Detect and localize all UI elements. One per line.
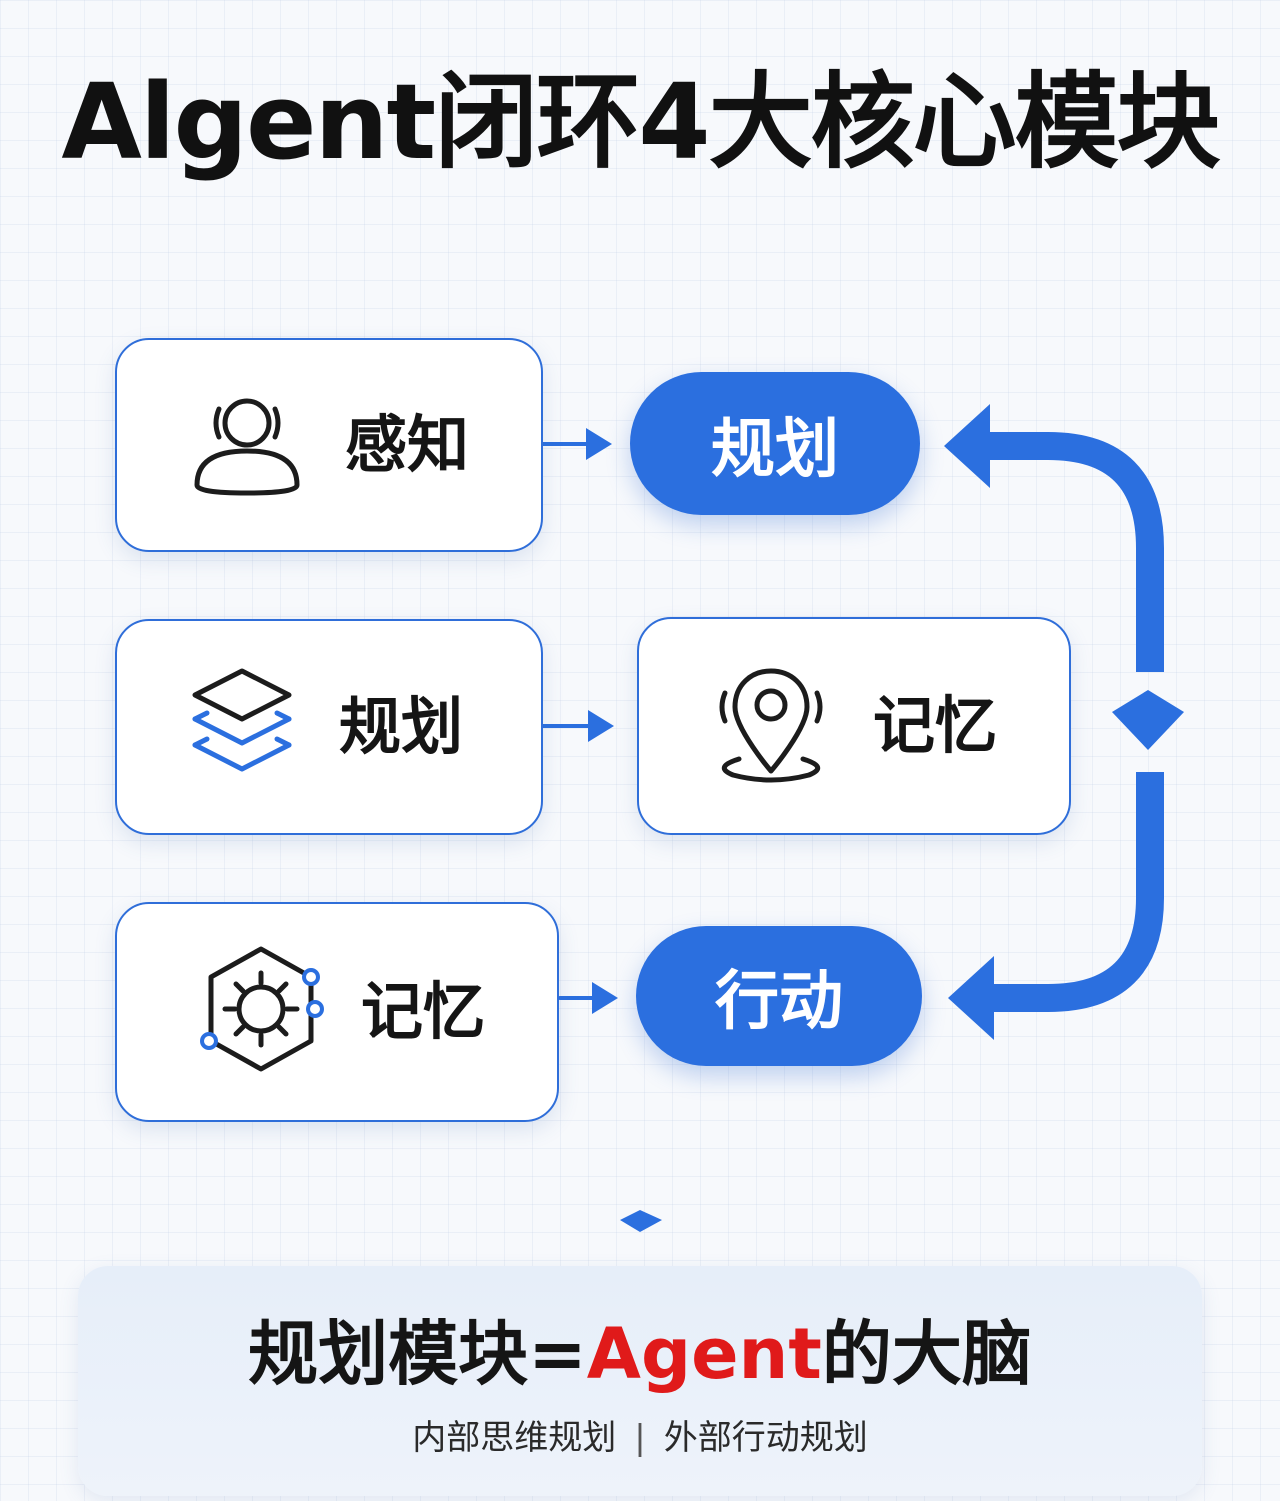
memory-left-label: 记忆 bbox=[361, 975, 486, 1048]
summary-sub-right: 外部行动规划 bbox=[663, 1418, 868, 1458]
layers-icon bbox=[187, 663, 297, 791]
loop-arrow-top bbox=[944, 404, 1164, 672]
perception-label: 感知 bbox=[345, 408, 470, 481]
user-icon bbox=[189, 385, 305, 505]
action-pill[interactable]: 行动 bbox=[636, 926, 922, 1066]
small-diamond-marker bbox=[620, 1210, 662, 1232]
planning-label: 规划 bbox=[339, 690, 464, 763]
planning-pill[interactable]: 规划 bbox=[630, 372, 920, 515]
summary-separator: | bbox=[634, 1418, 646, 1458]
summary-panel: 规划模块=Agent的大脑 内部思维规划 | 外部行动规划 bbox=[78, 1266, 1202, 1496]
planning-pill-label: 规划 bbox=[711, 412, 839, 487]
memory-card-right[interactable]: 记忆 bbox=[637, 617, 1071, 835]
summary-headline: 规划模块=Agent的大脑 bbox=[78, 1312, 1202, 1396]
planning-card[interactable]: 规划 bbox=[115, 619, 543, 835]
gear-hexagon-icon bbox=[199, 943, 329, 1081]
summary-suffix: 的大脑 bbox=[821, 1313, 1032, 1395]
summary-prefix: 规划模块= bbox=[248, 1313, 587, 1395]
arrow-perception-to-planning bbox=[541, 428, 612, 460]
page-title: Algent闭环4大核心模块 bbox=[61, 61, 1220, 183]
arrow-planning-to-memory bbox=[541, 710, 614, 742]
summary-subtitle: 内部思维规划 | 外部行动规划 bbox=[78, 1416, 1202, 1460]
action-pill-label: 行动 bbox=[715, 965, 843, 1039]
perception-card[interactable]: 感知 bbox=[115, 338, 543, 552]
summary-highlight: Agent bbox=[586, 1313, 822, 1395]
arrow-memory-to-action bbox=[558, 982, 618, 1014]
memory-card-left[interactable]: 记忆 bbox=[115, 902, 559, 1122]
summary-sub-left: 内部思维规划 bbox=[412, 1418, 617, 1458]
loop-arrow-bottom bbox=[948, 772, 1164, 1040]
location-pin-icon bbox=[709, 663, 833, 789]
memory-right-label: 记忆 bbox=[873, 689, 998, 762]
loop-diamond-connector bbox=[1112, 690, 1184, 750]
